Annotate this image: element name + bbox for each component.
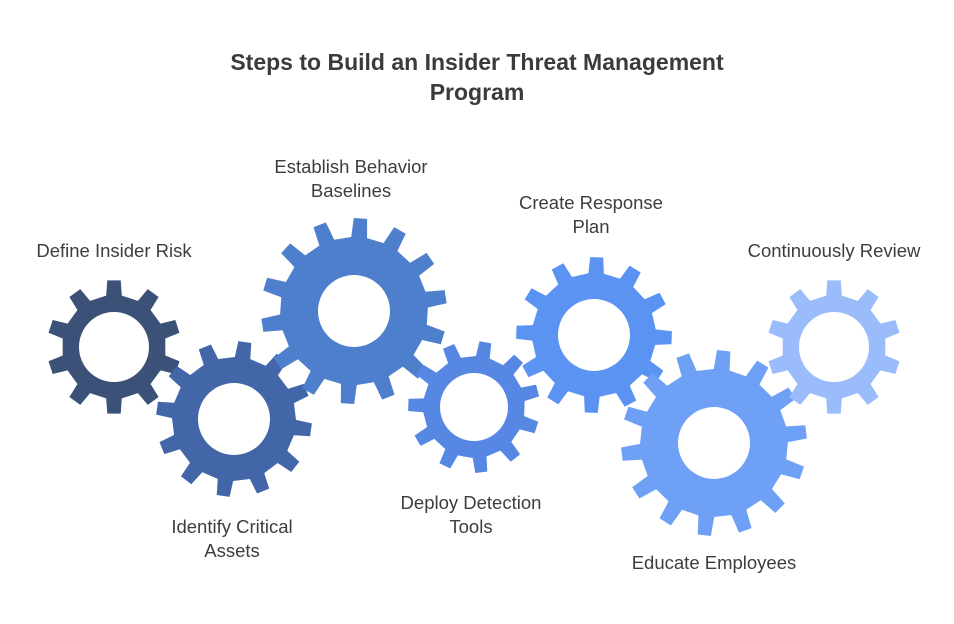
label-define-insider-risk: Define Insider Risk (16, 239, 212, 263)
gear-deploy-detection-tools-icon (408, 341, 540, 473)
title-line-1: Steps to Build an Insider Threat Managem… (230, 49, 724, 75)
title-line-2: Program (429, 79, 525, 105)
gear-identify-critical-assets-icon (156, 341, 312, 497)
label-deploy-detection-tools: Deploy Detection Tools (371, 491, 571, 539)
label-deploy-detection-tools-line-2: Tools (449, 516, 493, 537)
gear-establish-behavior-baselines-icon (261, 218, 447, 404)
gear-continuously-review-icon (768, 280, 900, 414)
label-establish-behavior-baselines-line-2: Baselines (310, 180, 392, 201)
label-identify-critical-assets: Identify Critical Assets (142, 515, 322, 563)
label-create-response-plan: Create Response Plan (491, 191, 691, 239)
label-educate-employees-line-1: Educate Employees (631, 552, 797, 573)
label-establish-behavior-baselines-line-1: Establish Behavior (274, 156, 428, 177)
label-continuously-review-line-1: Continuously Review (747, 240, 921, 261)
label-deploy-detection-tools-line-1: Deploy Detection (400, 492, 542, 513)
label-define-insider-risk-line-1: Define Insider Risk (36, 240, 192, 261)
label-educate-employees: Educate Employees (604, 551, 824, 575)
label-continuously-review: Continuously Review (726, 239, 942, 263)
gear-define-insider-risk-icon (48, 280, 180, 414)
diagram-title: Steps to Build an Insider Threat Managem… (177, 47, 777, 107)
label-create-response-plan-line-1: Create Response (519, 192, 663, 213)
label-create-response-plan-line-2: Plan (572, 216, 610, 237)
gear-educate-employees-icon (621, 350, 807, 536)
label-identify-critical-assets-line-1: Identify Critical (171, 516, 293, 537)
label-identify-critical-assets-line-2: Assets (204, 540, 260, 561)
gear-create-response-plan-icon (516, 257, 672, 413)
label-establish-behavior-baselines: Establish Behavior Baselines (251, 155, 451, 203)
